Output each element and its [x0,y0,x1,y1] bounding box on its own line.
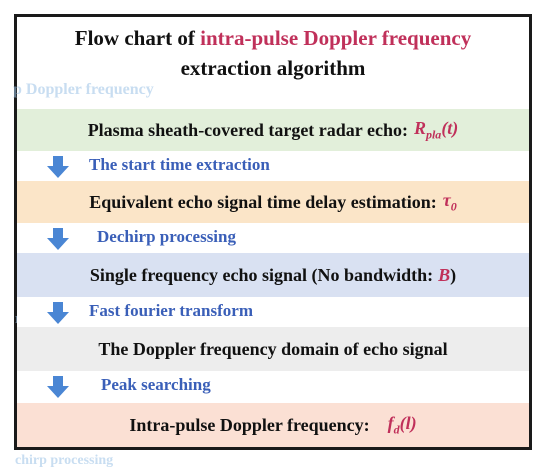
down-arrow-icon [47,302,69,324]
step-label: The start time extraction [89,155,270,174]
box-intra-pulse-doppler-text: Intra-pulse Doppler frequency: [129,414,370,435]
box-radar-echo-math: Rpla(t) [413,117,459,142]
ghost-text-1: p Doppler frequency [13,81,154,98]
step-dechirp: Dechirp processing [17,225,529,251]
down-arrow-icon [47,156,69,178]
box-radar-echo-text: Plasma sheath-covered target radar echo: [87,119,408,140]
step-fft: Fast fourier transform [17,299,529,325]
flowchart-title: Flow chart of intra-pulse Doppler freque… [17,23,529,83]
box-single-frequency: Single frequency echo signal (No bandwid… [17,253,529,297]
step-label: Peak searching [101,375,211,394]
box-doppler-domain-text: The Doppler frequency domain of echo sig… [98,338,448,359]
box-time-delay-math: τ0 [442,189,457,214]
title-prefix: Flow chart of [74,26,201,50]
flowchart-frame: Flow chart of intra-pulse Doppler freque… [13,14,532,468]
box-intra-pulse-doppler-math: fd(l) [387,412,417,437]
box-time-delay: Equivalent echo signal time delay estima… [17,181,529,223]
box-intra-pulse-doppler: Intra-pulse Doppler frequency: fd(l) [17,403,529,447]
step-start-time: The start time extraction [17,153,529,179]
ghost-text-5: chirp processing [15,453,114,468]
box-single-frequency-text: Single frequency echo signal (No bandwid… [89,264,434,285]
title-accent: intra-pulse Doppler frequency [200,26,472,50]
box-time-delay-text: Equivalent echo signal time delay estima… [89,191,437,212]
box-single-frequency-math: B) [438,264,457,285]
step-label: Fast fourier transform [89,301,253,320]
step-label: Dechirp processing [97,227,236,246]
title-line2: extraction algorithm [180,56,366,80]
step-peak-search: Peak searching [17,373,529,399]
box-radar-echo: Plasma sheath-covered target radar echo:… [17,109,529,151]
box-doppler-domain: The Doppler frequency domain of echo sig… [17,327,529,371]
down-arrow-icon [47,376,69,398]
down-arrow-icon [47,228,69,250]
